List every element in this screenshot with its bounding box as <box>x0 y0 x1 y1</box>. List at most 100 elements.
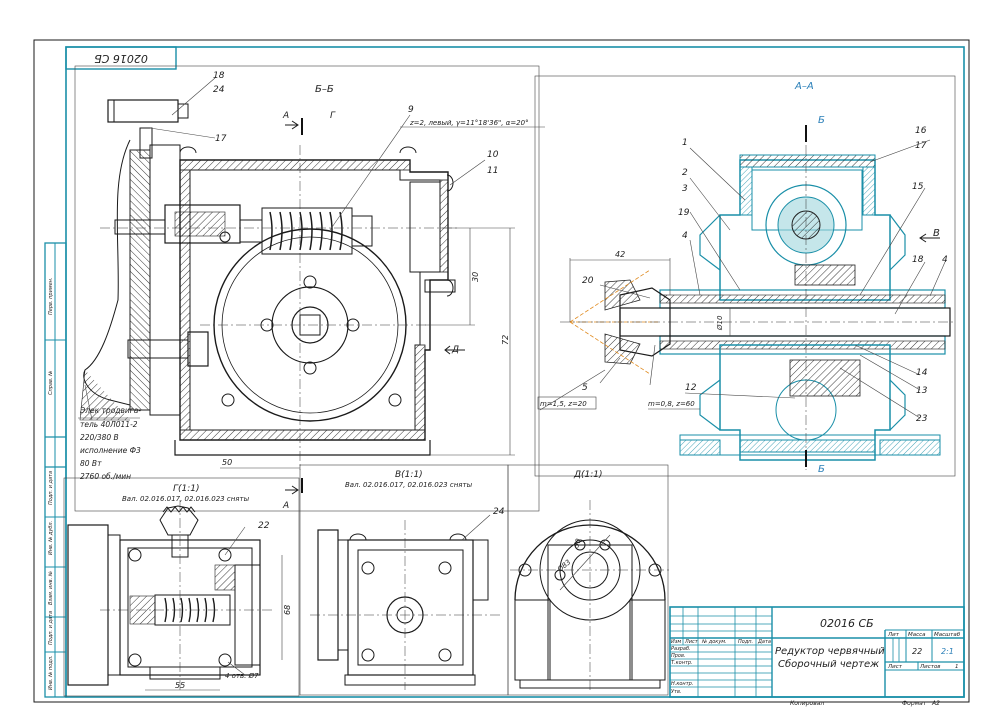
tb-format: Формат <box>902 700 927 707</box>
tb-mass-label: Масса <box>908 632 926 638</box>
dim-55: 55 <box>175 681 185 690</box>
tb-mass-value: 22 <box>912 647 922 656</box>
top-stamp-text: 02016 СБ <box>94 52 148 65</box>
frame-bb <box>74 65 540 512</box>
frame-g <box>63 477 300 697</box>
tb-row-doc: № докум. <box>701 639 727 645</box>
tb-name-1: Редуктор червячный <box>775 646 885 657</box>
side-label-podp2: Подп. и дата <box>48 611 54 645</box>
pos-22: 22 <box>258 521 270 531</box>
tb-copy: Копировал <box>790 700 824 707</box>
tb-sheets-label: Листов <box>919 664 941 670</box>
pos-4a: 4 <box>682 231 688 241</box>
pos-23: 24 <box>213 85 225 95</box>
pos-9: 12 <box>685 383 697 393</box>
side-label-dubl: Инв. № дубл. <box>48 521 54 555</box>
frame-aa <box>534 75 956 477</box>
tb-row-list: Лист <box>684 639 699 645</box>
pos-17: 18 <box>213 71 225 81</box>
pos-4b: 4 <box>942 255 948 265</box>
pos-11: 14 <box>916 368 928 378</box>
tb-role-utv: Утв. <box>671 689 682 695</box>
holes-note: 4 отв. Ø7 <box>225 672 259 680</box>
pos-12: 15 <box>912 182 924 192</box>
pos-8: 11 <box>487 166 498 176</box>
pos-7: 10 <box>487 150 499 160</box>
mark-d: Д <box>451 345 459 355</box>
pos-14: 17 <box>915 141 927 151</box>
mark-g: Г <box>330 111 336 121</box>
mark-a-bottom: А <box>282 501 289 511</box>
mark-b-bottom: Б <box>818 464 825 475</box>
frame-d <box>507 464 669 696</box>
gear-note-box: m=1,5, z=20 <box>537 396 597 410</box>
dim-30: 30 <box>471 272 480 282</box>
section-bb-drawing <box>79 77 545 495</box>
tb-name-2: Сборочный чертеж <box>778 658 879 670</box>
dim-d10: Ø10 <box>716 315 724 331</box>
svg-text:220/380 В: 220/380 В <box>80 433 119 442</box>
tb-role-nkontr: Н.контр. <box>671 681 693 687</box>
dim-50: 50 <box>222 458 232 467</box>
motor-note: Элек тродвига- тель 40Л011-2 220/380 В и… <box>78 406 141 481</box>
svg-text:тель 40Л011-2: тель 40Л011-2 <box>80 420 138 429</box>
pos-1: 1 <box>682 138 688 148</box>
tb-row-date: Дата <box>757 639 771 645</box>
side-label-sprav: Справ. № <box>48 371 54 395</box>
tb-sheet-label: Лист <box>887 664 903 670</box>
svg-text:2760 об./мин: 2760 об./мин <box>80 472 131 481</box>
worm-note-box: m=0,8, z=60 <box>648 400 700 410</box>
section-aa-drawing <box>539 125 955 470</box>
side-label-vzam: Взам. инв. № <box>48 571 54 605</box>
side-strip <box>44 242 67 698</box>
mark-v: В <box>933 228 940 239</box>
pos-16: 17 <box>215 134 227 144</box>
view-g-note: Вал. 02.016.017, 02.016.023 сняты <box>122 495 250 503</box>
pos-10: 13 <box>916 386 928 396</box>
tb-row-sign: Подп. <box>738 639 753 645</box>
section-aa-title: А–А <box>794 81 814 92</box>
tb-sheets-value: 1 <box>955 664 959 670</box>
tb-role-prov: Пров. <box>671 653 686 659</box>
side-label-podp1: Подп. и дата <box>48 471 54 505</box>
view-v-drawing <box>310 514 500 690</box>
pos-18: 19 <box>678 208 690 218</box>
mark-a-top: А <box>282 111 289 121</box>
mark-b-top: Б <box>818 115 825 126</box>
pos-2: 2 <box>682 168 688 178</box>
svg-text:исполнение Ф3: исполнение Ф3 <box>80 446 141 455</box>
view-g-title: Г(1:1) <box>173 484 200 494</box>
dim-68: 68 <box>283 605 292 615</box>
view-g-drawing <box>67 500 283 691</box>
tb-scale-label: Масштаб <box>934 632 961 638</box>
view-v-note: Вал. 02.016.017, 02.016.023 сняты <box>345 481 473 489</box>
tb-designation: 02016 СБ <box>820 617 874 630</box>
title-block <box>669 606 965 698</box>
dim-72: 72 <box>501 335 510 345</box>
pos-6: 9 <box>408 105 414 115</box>
svg-text:m=1,5, z=20: m=1,5, z=20 <box>540 400 587 408</box>
dim-50b: 50 <box>572 537 583 549</box>
pos-15: 18 <box>912 255 924 265</box>
side-label-podl: Инв. № подл. <box>48 656 54 691</box>
tb-role-tkontr: Т.контр. <box>671 660 693 666</box>
pos-21: 24 <box>493 507 505 517</box>
pos-3: 3 <box>682 184 688 194</box>
pos-20: 23 <box>916 414 928 424</box>
pos-19: 20 <box>582 276 594 286</box>
svg-text:m=0,8, z=60: m=0,8, z=60 <box>648 400 695 408</box>
tb-format-value: А2 <box>931 700 940 707</box>
svg-text:Элек тродвига-: Элек тродвига- <box>79 406 141 415</box>
section-bb-title: Б–Б <box>315 84 334 95</box>
top-stamp-box <box>65 46 177 70</box>
view-d-title: Д(1:1) <box>573 470 603 480</box>
pos-5: 5 <box>582 383 588 393</box>
dim-42: 42 <box>615 250 625 259</box>
sheet-trim <box>33 39 970 703</box>
tb-scale-value: 2:1 <box>941 647 954 656</box>
view-d-drawing <box>510 500 670 690</box>
pos-13: 16 <box>915 126 927 136</box>
tb-lit-label: Лит <box>887 632 900 638</box>
tb-row-izm: Изм <box>671 639 681 645</box>
